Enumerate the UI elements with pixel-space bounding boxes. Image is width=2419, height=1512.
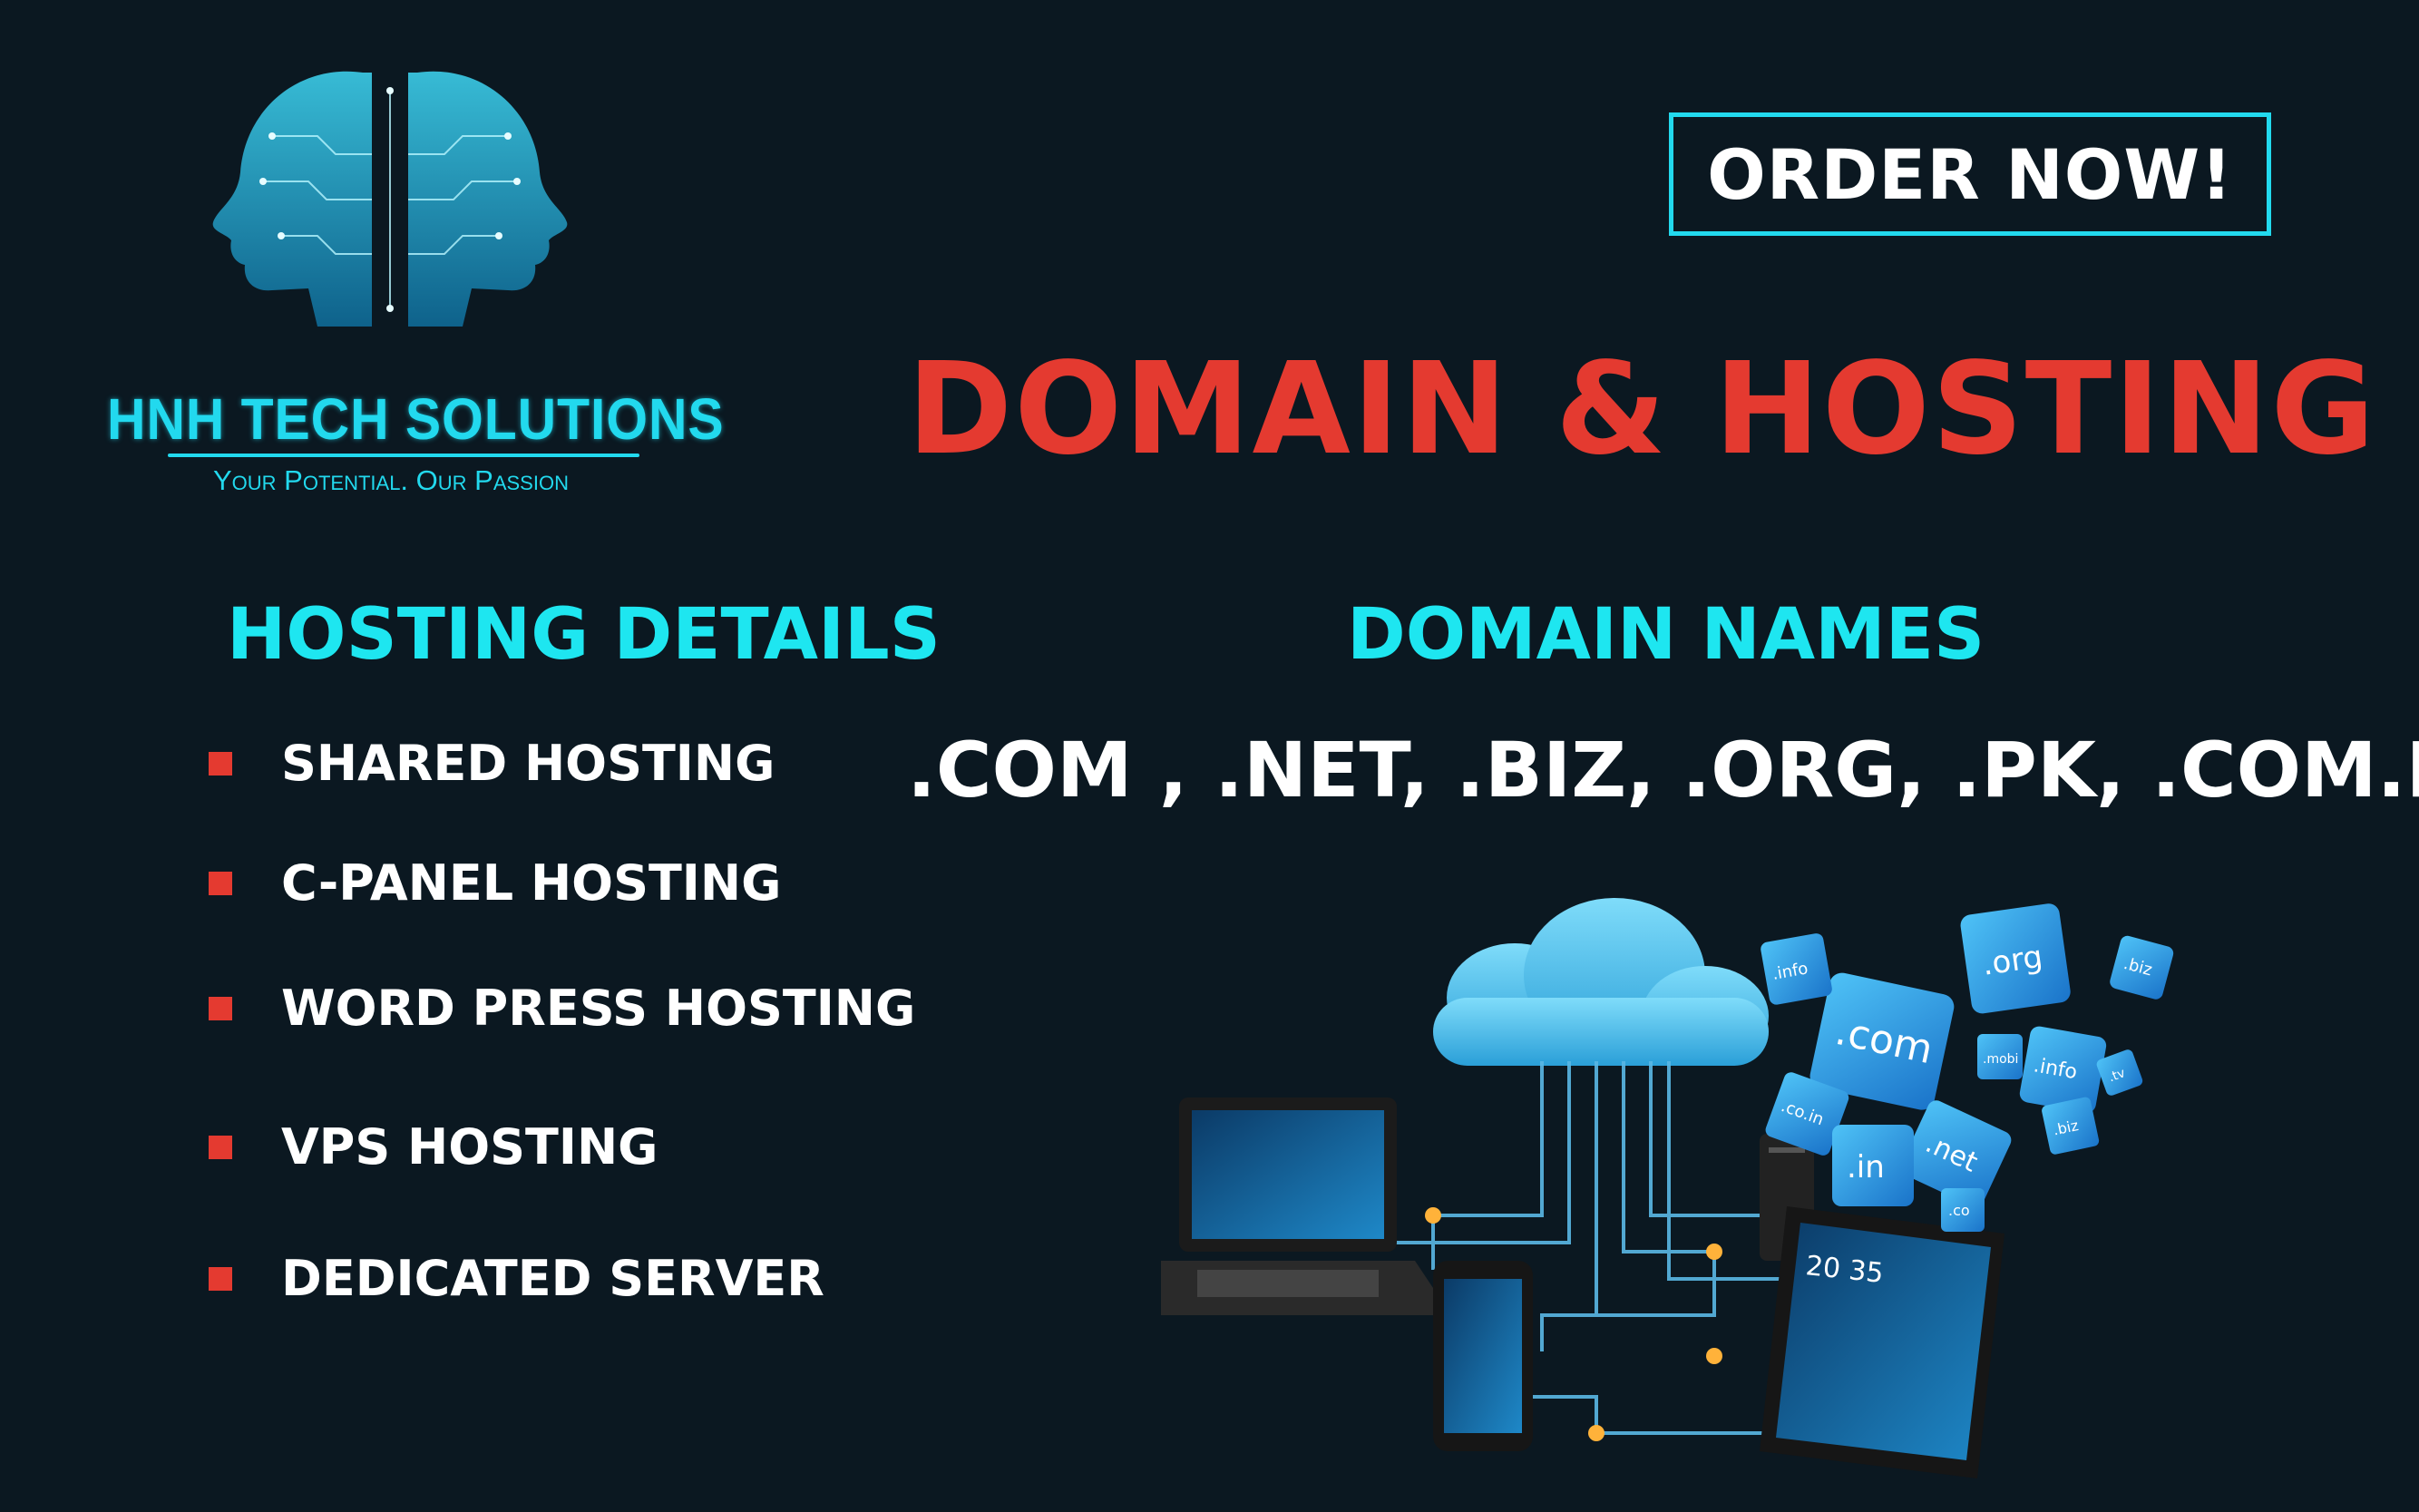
cube-label: .co: [1948, 1202, 1970, 1219]
domain-extensions-list: .COM , .NET, .BIZ, .ORG, .PK, .COM.PK: [907, 726, 2419, 815]
brand-tagline: Your Potential. Our Passion: [213, 464, 569, 496]
hosting-details-heading: HOSTING DETAILS: [227, 594, 941, 676]
domain-cubes-icon: .org .com .info .info .biz .mobi .co.in …: [1761, 903, 2174, 1232]
hosting-item-label: VPS HOSTING: [281, 1118, 658, 1175]
domain-names-heading: DOMAIN NAMES: [1347, 594, 1985, 676]
bullet-square-icon: [209, 996, 232, 1020]
hosting-item-label: C-PANEL HOSTING: [281, 854, 782, 912]
cube-label: .mobi: [1983, 1052, 2018, 1067]
cube-label: .org: [1980, 939, 2044, 983]
cloud-icon: [1433, 898, 1769, 1066]
tablet-icon: 20 35: [1760, 1206, 2004, 1478]
bullet-square-icon: [209, 751, 232, 776]
hosting-item-label: DEDICATED SERVER: [281, 1250, 824, 1307]
hosting-item-label: SHARED HOSTING: [281, 735, 775, 792]
brand-underline: [168, 454, 639, 457]
list-item: WORD PRESS HOSTING: [209, 980, 915, 1037]
list-item: VPS HOSTING: [209, 1118, 658, 1175]
bullet-square-icon: [209, 1266, 232, 1291]
order-now-button[interactable]: ORDER NOW!: [1669, 112, 2271, 236]
list-item: SHARED HOSTING: [209, 735, 775, 792]
cube-label: .tv: [2107, 1066, 2128, 1085]
page-title: DOMAIN & HOSTING: [907, 336, 2377, 483]
cube-label: .in: [1847, 1149, 1885, 1185]
cloud-hosting-illustration: 20 35 .org .com .info .info .biz .mobi .…: [1161, 898, 2174, 1478]
list-item: DEDICATED SERVER: [209, 1250, 824, 1307]
bullet-square-icon: [209, 871, 232, 895]
phone-icon: [1433, 1261, 1533, 1451]
bullet-square-icon: [209, 1135, 232, 1159]
hosting-item-label: WORD PRESS HOSTING: [281, 980, 916, 1037]
logo-heads-icon: [212, 71, 568, 327]
list-item: C-PANEL HOSTING: [209, 854, 781, 912]
brand-name: HNH TECH SOLUTIONS: [107, 386, 725, 452]
laptop-icon: [1161, 1097, 1451, 1315]
